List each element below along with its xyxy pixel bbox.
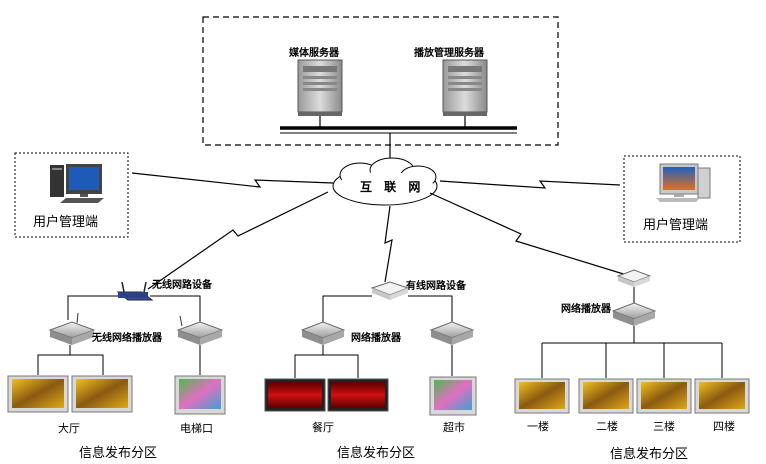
link-right-user [439,180,621,189]
wired-router-icon [370,281,410,300]
supermarket-label: 超市 [443,421,465,434]
supermarket-player-icon [429,321,475,345]
wireless-router-icon [116,281,154,301]
server-room-box [202,16,559,146]
playback-server-label: 播放管理服务器 [414,48,484,59]
playback-server-icon [442,59,488,116]
user-mgmt-right-label: 用户管理端 [643,218,709,233]
zone3-player-label: 网络播放器 [561,304,611,315]
elevator-label: 电梯口 [180,422,213,435]
floor3-label: 三楼 [653,420,675,433]
zone3-player-icon [611,302,657,326]
internet-cloud-icon [332,157,438,206]
media-server-label: 媒体服务器 [289,48,339,59]
wireless-player-label: 无线网络播放器 [92,333,162,344]
zone3-router-icon [616,269,652,287]
link-zone1 [147,191,329,290]
user-mgmt-left-label: 用户管理端 [33,215,99,230]
wireless-player-icon [48,312,96,345]
display-floor2 [578,378,634,414]
user-mgmt-right-box [623,155,741,243]
floor4-label: 四楼 [713,420,735,433]
display-floor3 [636,378,692,414]
led-display-restaurant-2 [327,378,389,412]
wireless-router-label: 无线网路设备 [152,280,212,291]
floor2-label: 二楼 [596,420,618,433]
wired-router-label: 有线网路设备 [406,281,466,292]
restaurant-label: 餐厅 [312,421,334,434]
user-mgmt-left-box [14,152,129,238]
restaurant-player-icon [300,321,346,345]
elevator-player-icon [176,315,224,345]
led-display-restaurant-1 [264,378,326,412]
display-floor1 [514,378,570,414]
display-supermarket [429,376,477,416]
zone2-player-label: 网络播放器 [351,333,401,344]
computer-icon-left [50,164,104,203]
display-hall-2 [71,375,133,413]
hall-label: 大厅 [58,422,80,435]
link-zone3 [429,192,631,277]
zone3-title: 信息发布分区 [610,447,689,462]
internet-label: 互 联 网 [360,180,425,194]
computer-icon-right [656,163,711,202]
zone1-title: 信息发布分区 [79,446,158,461]
zone2-title: 信息发布分区 [337,446,416,461]
display-floor4 [694,378,750,414]
display-elevator [174,375,226,415]
media-server-icon [297,59,343,116]
display-hall-1 [7,375,69,413]
floor1-label: 一楼 [527,420,549,433]
link-zone2 [384,205,393,283]
link-left-user [131,172,334,188]
